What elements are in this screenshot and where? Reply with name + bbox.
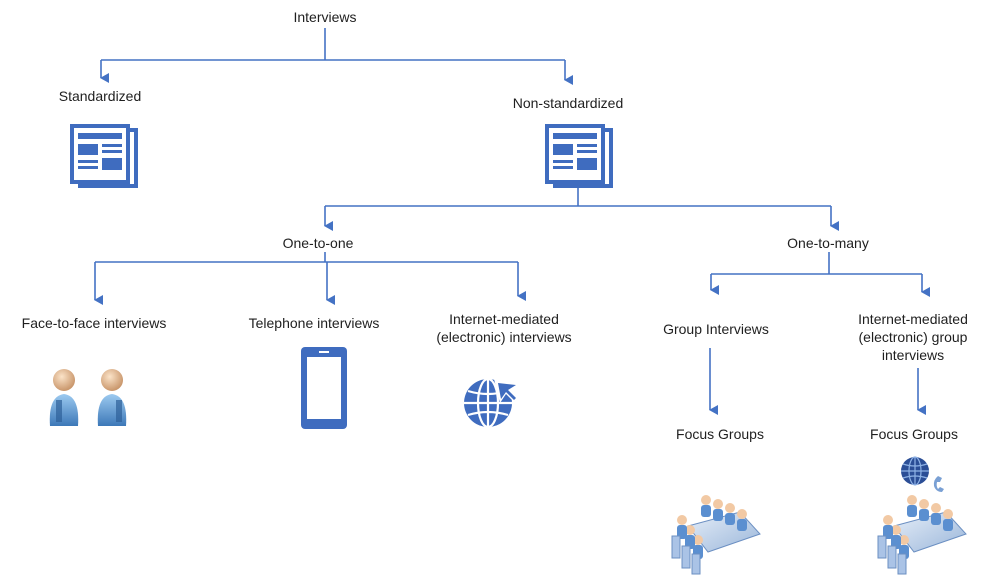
node-non-standardized: Non-standardized [512, 95, 624, 111]
newspaper-icon [545, 124, 613, 188]
globe-cursor-icon [464, 377, 520, 429]
node-group-interviews: Group Interviews [663, 321, 769, 337]
node-interviews: Interviews [293, 9, 357, 25]
node-internet-mediated-line-1: Internet-mediated [449, 311, 559, 327]
node-internet-group-line-1: Internet-mediated [858, 311, 968, 327]
node-one-to-one: One-to-one [282, 235, 354, 251]
node-focus-groups-1: Focus Groups [676, 426, 764, 442]
node-focus-groups-2: Focus Groups [870, 426, 958, 442]
meeting-table-icon [671, 495, 761, 575]
node-internet-group: Internet-mediated (electronic) group int… [858, 310, 968, 364]
node-internet-mediated-line-2: (electronic) interviews [436, 329, 572, 345]
newspaper-icon [70, 124, 138, 188]
people-icon [49, 369, 127, 426]
meeting-table-icon [877, 495, 967, 575]
node-one-to-many: One-to-many [787, 235, 869, 251]
node-face-to-face: Face-to-face interviews [21, 315, 167, 331]
node-internet-group-line-2: (electronic) group [858, 329, 968, 345]
node-internet-group-line-3: interviews [881, 347, 945, 363]
globe-phone-icon [901, 456, 944, 492]
node-telephone: Telephone interviews [248, 315, 380, 331]
node-standardized: Standardized [58, 88, 142, 104]
mobile-phone-icon [301, 347, 347, 429]
node-internet-mediated: Internet-mediated (electronic) interview… [436, 310, 571, 346]
